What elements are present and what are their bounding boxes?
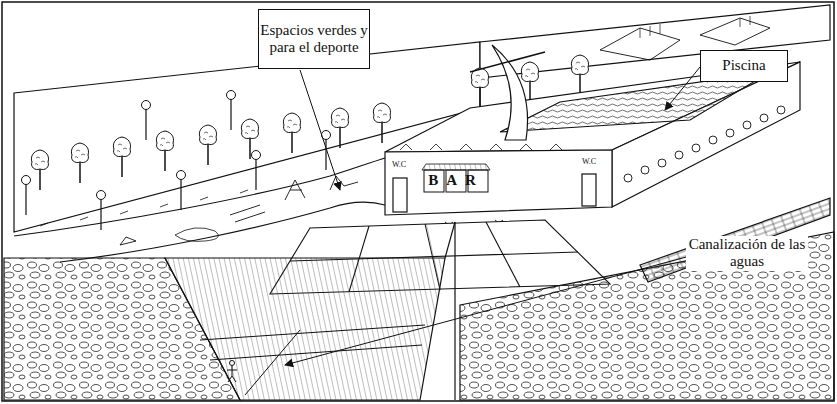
green-area <box>14 158 385 236</box>
bar-building <box>470 52 545 72</box>
callout-box: Espacios verdes y para el deporte <box>258 9 370 69</box>
street-lamps <box>22 91 331 231</box>
bar-building <box>624 106 785 182</box>
callout-label: Canalización de las aguas <box>686 236 808 271</box>
callout-text: Piscina <box>722 57 765 74</box>
sign-text: W.C <box>386 160 412 169</box>
back-wall <box>640 16 750 38</box>
trees <box>471 68 488 108</box>
bar-building <box>641 166 649 174</box>
street-lamps <box>142 101 151 141</box>
trees <box>31 150 48 190</box>
green-area <box>120 205 265 245</box>
leader-lines <box>665 67 700 110</box>
riverbed-section <box>230 361 235 366</box>
leader-lines <box>285 256 690 365</box>
green-area <box>40 190 248 226</box>
street-lamps <box>227 91 236 131</box>
bar-building <box>492 45 528 140</box>
bar-building <box>400 144 562 150</box>
trees <box>571 55 588 95</box>
bar-building <box>658 159 666 167</box>
street-lamps <box>97 191 106 231</box>
riverbed-section <box>445 222 455 258</box>
green-area <box>175 228 218 242</box>
bar-building <box>624 174 632 182</box>
bar-building <box>743 121 751 129</box>
trees <box>199 125 216 165</box>
street-lamps <box>252 151 261 191</box>
trees <box>331 108 348 148</box>
trees <box>283 113 300 153</box>
riverbed-section <box>165 258 445 400</box>
trees <box>113 137 130 177</box>
bar-building <box>777 106 785 114</box>
riverbed-section <box>460 232 834 400</box>
bar-building <box>385 150 612 215</box>
bar-building <box>675 151 683 159</box>
leader-lines <box>285 67 700 365</box>
street-lamps <box>22 176 31 216</box>
bar-building <box>393 178 407 212</box>
street-lamps <box>322 131 331 171</box>
riverbed-section <box>640 198 830 282</box>
callout-box: Piscina <box>700 50 788 82</box>
sign-text: BAR <box>424 172 488 189</box>
riverbed-section <box>200 325 425 395</box>
bar-building <box>726 129 734 137</box>
back-wall <box>14 5 830 232</box>
bar-building <box>582 174 596 206</box>
riverbed-section <box>4 198 834 400</box>
street-lamps <box>177 171 186 211</box>
riverbed-section <box>227 366 237 382</box>
bar-building <box>692 144 700 152</box>
bar-building <box>385 45 800 232</box>
callout-text: Espacios verdes y para el deporte <box>259 22 369 57</box>
bar-building <box>760 114 768 122</box>
riverbed-section <box>454 222 455 400</box>
green-area <box>285 176 358 200</box>
trees <box>71 143 88 183</box>
trees <box>373 103 390 143</box>
leader-lines <box>300 70 340 190</box>
bar-building <box>422 164 490 170</box>
sign-text: W.C <box>576 157 602 166</box>
bar-building <box>709 136 717 144</box>
trees <box>156 131 173 171</box>
